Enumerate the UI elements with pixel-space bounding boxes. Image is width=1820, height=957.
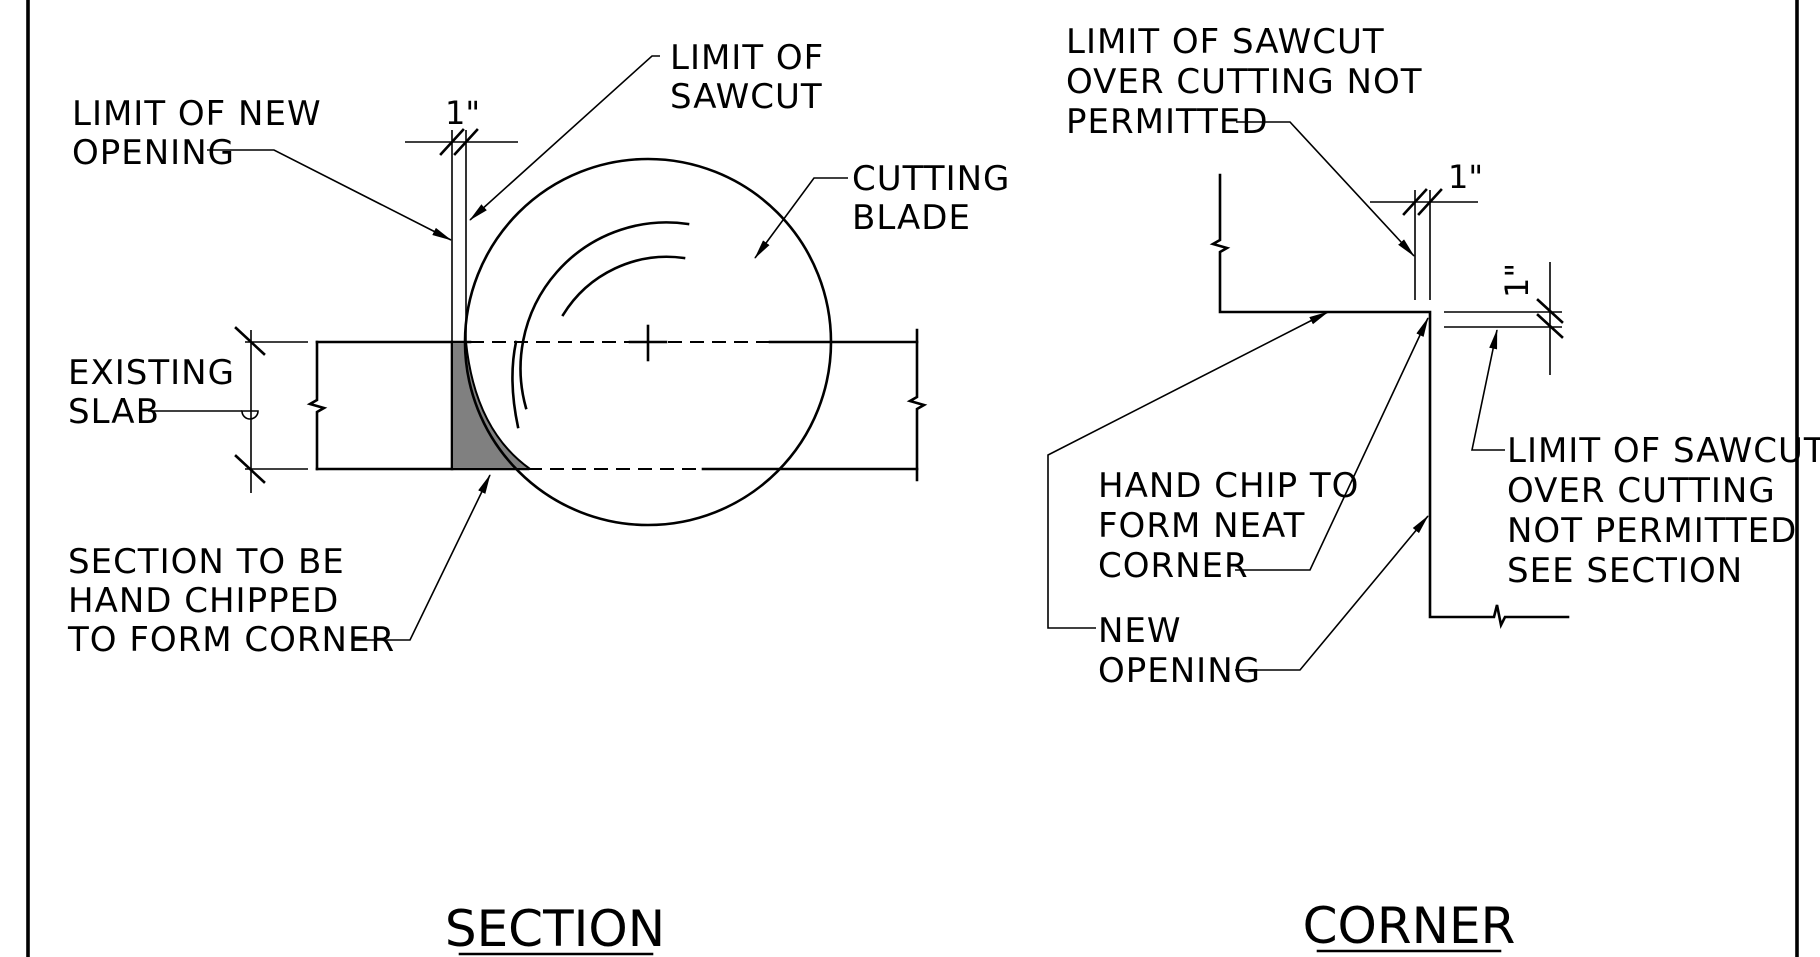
leader-hand-chipped (354, 474, 491, 641)
slab-thickness-dimension (234, 326, 308, 493)
corner-detail: 1" 1" LIMIT OF SAWCUT OVER CUTTING NOT P… (1047, 22, 1820, 955)
corner-upper-edge (1209, 173, 1570, 629)
leader-limit-top (1236, 121, 1415, 257)
corner-top-dimension: 1" (1370, 158, 1483, 300)
leader-cutting-blade (754, 177, 848, 259)
corner-right-dimension: 1" (1444, 262, 1564, 375)
leader-new-opening-upper (1047, 311, 1329, 629)
leader-limit-of-sawcut (469, 55, 660, 221)
label-hand-chip: HAND CHIP TO FORM NEAT CORNER (1098, 466, 1371, 586)
corner-top-dimension-text: 1" (1448, 158, 1483, 196)
section-detail: 1" LIMIT OF NEW OPENING LIMIT OF SAWCUT … (67, 38, 1022, 957)
section-title: SECTION (445, 900, 665, 957)
leader-new-opening (1235, 515, 1429, 671)
hand-chipped-area (451, 341, 534, 470)
label-limit-of-new-opening: LIMIT OF NEW OPENING (72, 94, 333, 173)
corner-right-dimension-text: 1" (1498, 263, 1536, 298)
leader-hand-chip (1235, 317, 1429, 571)
section-1in-dimension: 1" (405, 94, 518, 342)
label-cutting-blade: CUTTING BLADE (852, 159, 1022, 238)
label-limit-top: LIMIT OF SAWCUT OVER CUTTING NOT PERMITT… (1066, 22, 1434, 142)
label-limit-right: LIMIT OF SAWCUT OVER CUTTING NOT PERMITT… (1507, 431, 1820, 591)
leader-limit-of-new-opening (207, 149, 452, 241)
label-new-opening: NEW OPENING (1098, 611, 1261, 691)
label-limit-of-sawcut: LIMIT OF SAWCUT (670, 38, 836, 117)
label-existing-slab: EXISTING SLAB (68, 353, 247, 432)
corner-title: CORNER (1303, 897, 1516, 955)
label-hand-chipped: SECTION TO BE HAND CHIPPED TO FORM CORNE… (67, 542, 395, 660)
section-dimension-text: 1" (445, 94, 480, 132)
leader-limit-right (1471, 329, 1505, 451)
